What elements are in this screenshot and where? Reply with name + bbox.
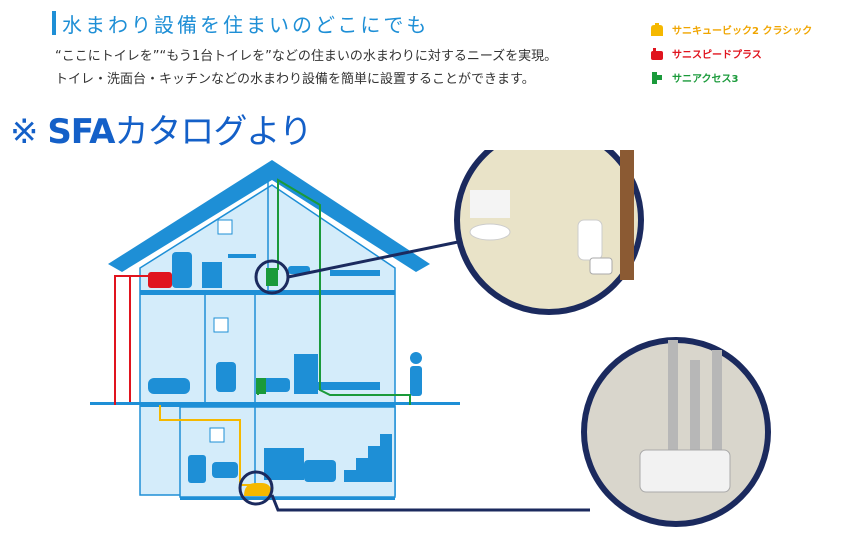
- callout-line: [287, 240, 459, 279]
- pump-shape: [589, 257, 613, 275]
- washbasin-shape: [469, 223, 511, 241]
- pipe-shape: [668, 340, 678, 450]
- legend-label: サニキュービック2 クラシック: [672, 26, 813, 37]
- ground-line: [90, 402, 460, 405]
- roof: [108, 160, 430, 272]
- saniaccess-pump-icon: [266, 268, 278, 286]
- window: [209, 427, 225, 443]
- sanicubic-pump-icon: [244, 483, 272, 496]
- catalog-brand: SFA: [47, 112, 115, 152]
- title-accent-bar: [52, 11, 56, 35]
- lounge-chair-icon: [310, 382, 380, 390]
- door-frame-shape: [620, 150, 634, 280]
- legend-item-sanispeed: サニスピードプラス: [650, 46, 762, 61]
- laundry-icon: [216, 362, 236, 392]
- table-icon: [228, 254, 256, 258]
- legend-item-saniaccess: サニアクセス3: [650, 70, 738, 85]
- sanispeed-pump-icon: [148, 272, 172, 288]
- person-body: [410, 366, 422, 396]
- water-heater-icon: [172, 252, 192, 288]
- window: [217, 219, 233, 235]
- washbasin-icon: [188, 455, 206, 483]
- pipe-sanispeed: [114, 275, 135, 405]
- catalog-suffix: カタログより: [114, 112, 312, 152]
- bed-icon: [330, 270, 380, 276]
- legend-label: サニスピードプラス: [672, 50, 762, 61]
- toilet-icon: [262, 378, 290, 392]
- bathtub-icon: [148, 378, 190, 394]
- sanispeed-icon: [651, 47, 663, 60]
- reference-mark: ※: [10, 112, 38, 152]
- toilet-shape: [577, 219, 603, 261]
- mirror-shape: [470, 190, 510, 218]
- sanicubic-icon: [651, 22, 663, 36]
- house-illustration: [90, 150, 771, 527]
- person-icon: [410, 352, 422, 364]
- saniaccess-icon: [652, 71, 662, 84]
- desk-icon: [264, 448, 304, 480]
- page-title: 水まわり設備を住まいのどこにでも: [62, 13, 430, 37]
- pipe-saniaccess: [277, 178, 411, 405]
- legend-item-sanicubic: サニキュービック2 クラシック: [650, 22, 812, 37]
- pipe-sanicubic: [159, 405, 255, 486]
- saniaccess-pump-icon: [256, 378, 266, 394]
- pipe-shape: [690, 360, 700, 450]
- pipe-shape: [712, 350, 722, 450]
- sink-icon: [288, 266, 310, 274]
- toilet-icon: [212, 462, 238, 478]
- legend-label: サニアクセス3: [672, 74, 739, 85]
- pump-shape: [639, 449, 731, 493]
- highlight-circle: [238, 470, 274, 506]
- callout-line: [270, 494, 590, 512]
- description-line-2: トイレ・洗面台・キッチンなどの水まわり設備を簡単に設置することができます。: [55, 72, 535, 87]
- window: [213, 317, 229, 333]
- catalog-source-note: ※ SFAカタログより: [10, 104, 313, 153]
- description-line-1: “ここにトイレを”“もう1台トイレを”などの住まいの水まわりに対するニーズを実現…: [55, 49, 558, 64]
- armchair-icon: [304, 460, 336, 482]
- stairs-icon: [344, 434, 392, 482]
- chair-icon: [202, 262, 222, 288]
